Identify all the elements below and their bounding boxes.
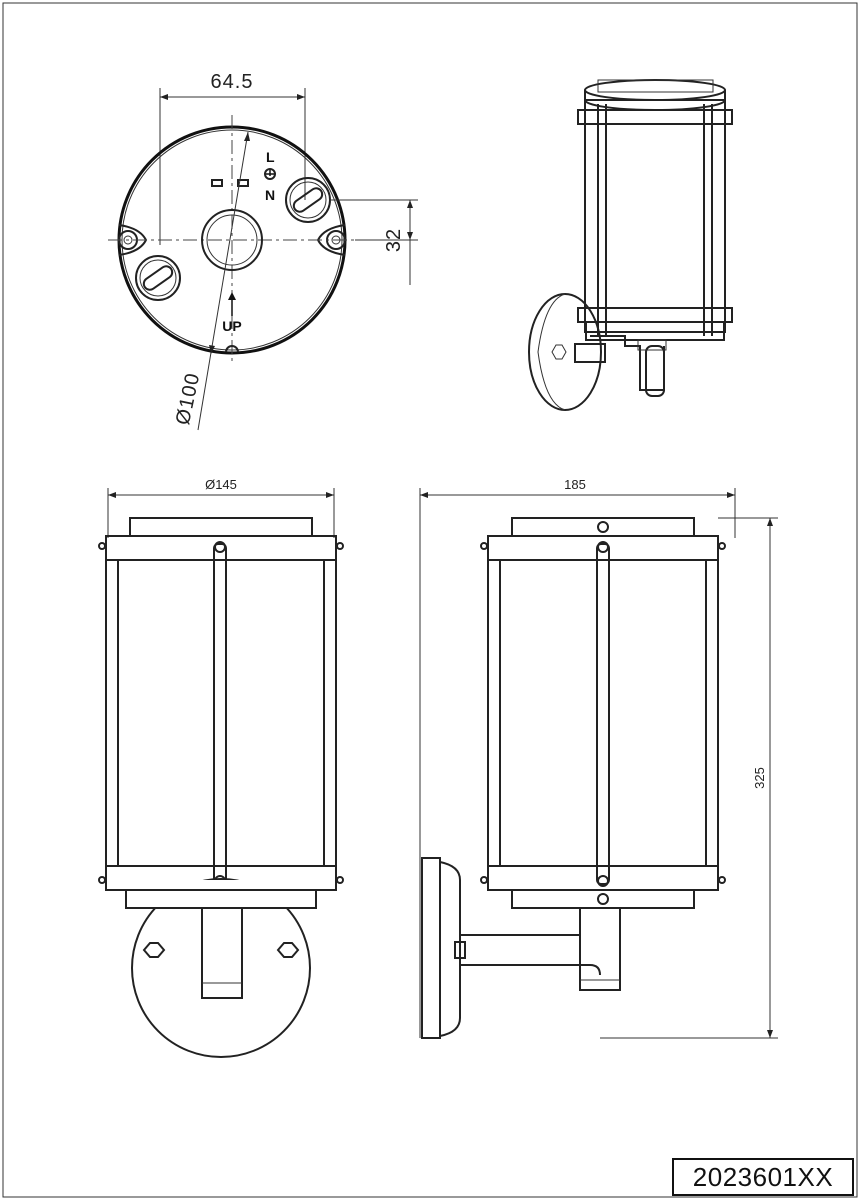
side-arm-horizontal: [460, 934, 601, 976]
lamp-perspective-view: [528, 79, 733, 411]
front-arm: [201, 907, 243, 999]
mount-up-label: UP: [222, 318, 241, 334]
cable-gland-right: [285, 177, 331, 223]
side-glass-panel: [499, 559, 707, 867]
dimension-64-5: 64.5: [211, 71, 254, 93]
product-code-box: 2023601XX: [672, 1158, 854, 1196]
side-top-band: [487, 535, 719, 561]
cable-gland-left: [135, 255, 181, 301]
terminal-neutral-label: N: [265, 187, 275, 203]
product-code: 2023601XX: [692, 1161, 834, 1192]
earth-icon: [264, 168, 276, 180]
dimension-185: 185: [564, 477, 586, 492]
terminal-live-label: L: [266, 149, 275, 165]
front-glass-panel: [117, 559, 325, 867]
dimension-32: 32: [383, 228, 405, 252]
side-wall-plate: [421, 857, 441, 1039]
perspective-wall-plate: [528, 293, 602, 411]
front-left-nut: [142, 942, 166, 958]
terminal-block-icon: [211, 179, 223, 187]
front-wall-plate: [131, 878, 311, 1058]
dimension-diameter-145: Ø145: [205, 477, 237, 492]
front-top-band: [105, 535, 337, 561]
perspective-lantern-body: [584, 99, 726, 333]
lamp-side-view: 185 325: [419, 477, 778, 1039]
front-right-nut: [276, 942, 300, 958]
mounting-plate-top-view: 64.5 L N: [108, 71, 418, 431]
dimension-325: 325: [752, 767, 767, 789]
lamp-front-view: Ø145: [98, 477, 344, 1058]
side-arm-vertical: [579, 907, 621, 991]
cable-entry-hole: [201, 209, 263, 271]
